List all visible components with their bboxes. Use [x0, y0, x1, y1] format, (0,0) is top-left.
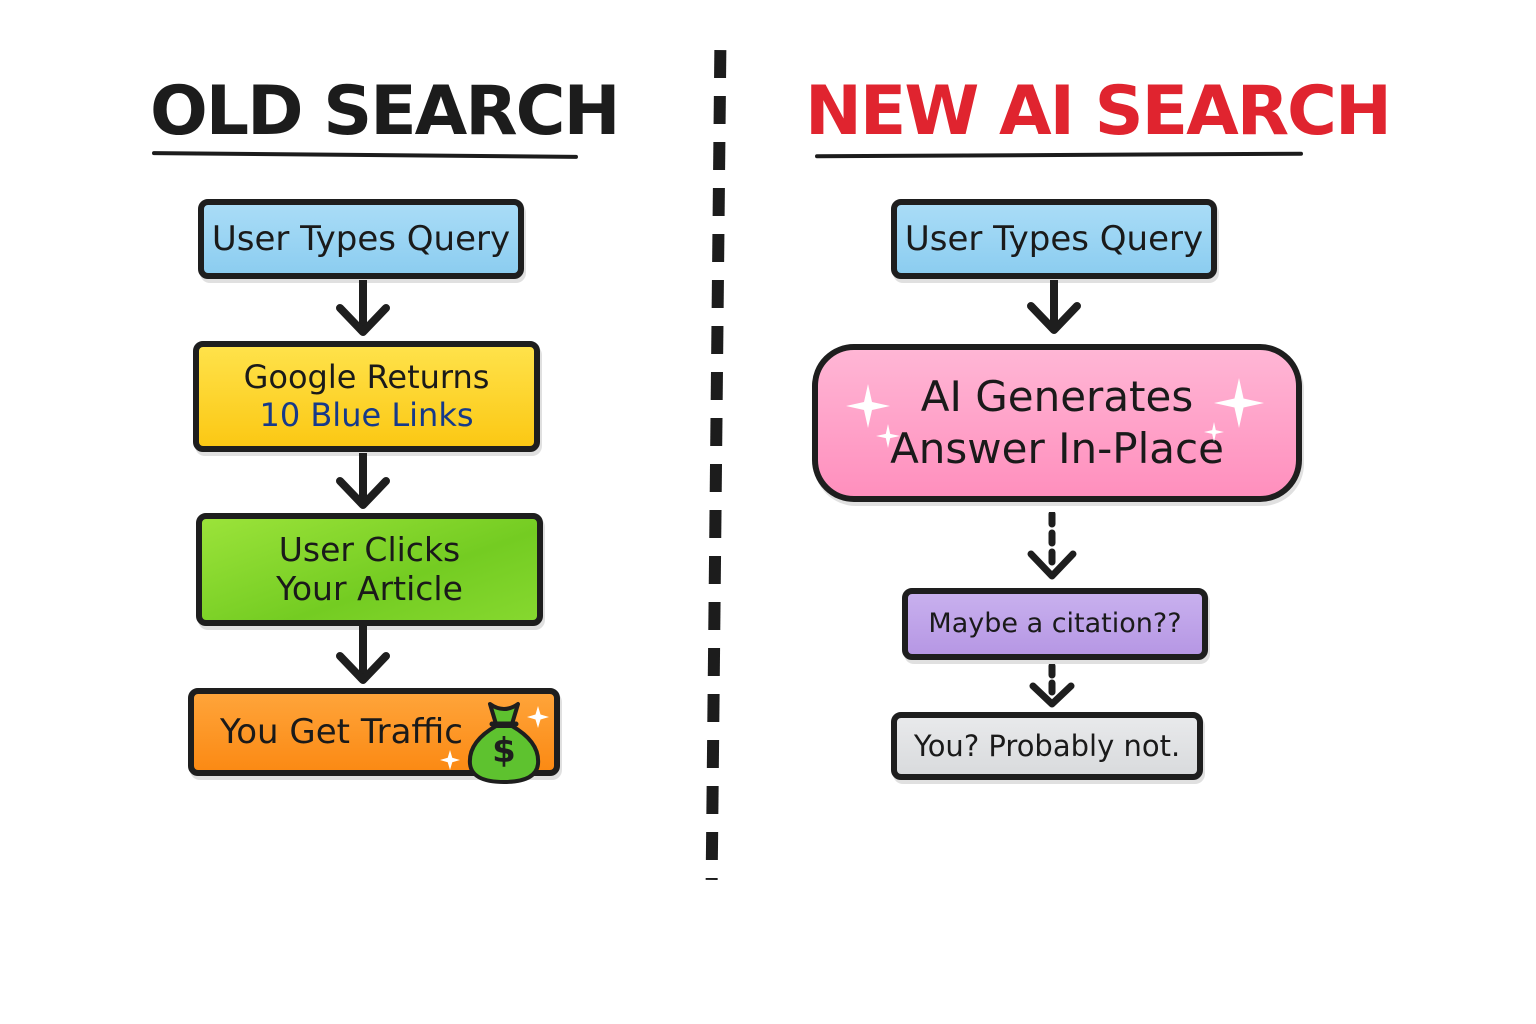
old-step-2-label-line2: 10 Blue Links	[259, 395, 474, 434]
new-step-4-label: You? Probably not.	[913, 728, 1181, 763]
sparkle-icon	[846, 384, 890, 428]
down-arrow-icon	[336, 280, 390, 336]
sparkle-icon	[876, 424, 900, 448]
down-arrow-icon	[336, 453, 390, 509]
old-step-3-label-line1: User Clicks	[278, 529, 461, 569]
new-step-2-label-line2: Answer In-Place	[890, 424, 1224, 473]
sparkle-icon	[1214, 378, 1264, 428]
down-arrow-icon	[336, 626, 390, 684]
down-arrow-icon	[1027, 280, 1081, 334]
new-step-2-label-line1: AI Generates	[920, 371, 1194, 421]
old-step-user-types-query: User Types Query	[198, 199, 524, 279]
dashed-divider	[705, 49, 727, 881]
sparkle-icon	[440, 750, 460, 770]
old-step-2-label-line1: Google Returns	[243, 357, 490, 396]
old-step-4-label: You Get Traffic	[220, 711, 463, 752]
old-step-1-label: User Types Query	[211, 218, 511, 259]
new-step-maybe-citation: Maybe a citation??	[902, 588, 1208, 660]
new-ai-search-underline	[814, 151, 1304, 159]
old-step-user-clicks: User Clicks Your Article	[196, 513, 543, 626]
old-search-underline	[151, 151, 579, 159]
money-bag-icon: $	[462, 698, 546, 786]
new-step-3-label: Maybe a citation??	[928, 608, 1182, 640]
old-search-title: OLD SEARCH	[150, 72, 620, 151]
old-step-3-label-line2: Your Article	[276, 568, 463, 608]
dashed-down-arrow-icon	[1027, 512, 1077, 580]
new-step-user-types-query: User Types Query	[891, 199, 1217, 279]
sparkle-icon	[527, 706, 549, 728]
dashed-down-arrow-icon	[1029, 664, 1075, 708]
money-bag-symbol: $	[492, 731, 516, 771]
new-ai-search-title: NEW AI SEARCH	[805, 72, 1392, 151]
new-step-probably-not: You? Probably not.	[891, 712, 1203, 780]
sparkle-icon	[1204, 422, 1224, 442]
new-step-1-label: User Types Query	[904, 218, 1204, 259]
new-step-ai-generates-answer: AI Generates Answer In-Place	[812, 344, 1302, 502]
old-step-google-returns: Google Returns 10 Blue Links	[193, 341, 540, 452]
